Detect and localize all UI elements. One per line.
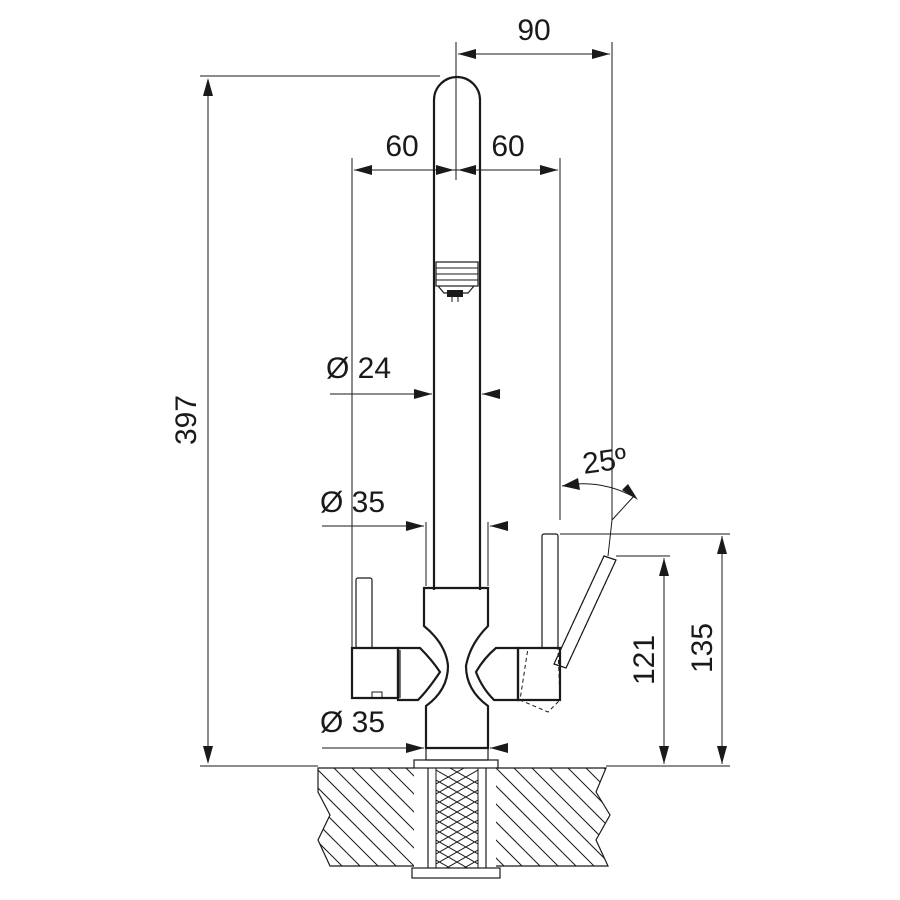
label-diameter-35-base: Ø 35 <box>320 706 385 739</box>
extension-lines <box>200 42 730 767</box>
spout-tube <box>432 75 482 590</box>
hatch-line <box>318 768 419 866</box>
tilted-lever-outline <box>519 555 617 713</box>
braid-line <box>436 870 478 894</box>
braid-line <box>436 880 478 900</box>
hatch-line <box>200 760 310 870</box>
label-397: 397 <box>170 395 203 445</box>
dim-lever-height-135: 135 <box>686 536 727 764</box>
dim-base-diameter: Ø 35 <box>320 706 508 753</box>
braid-line <box>436 880 478 900</box>
hatch-line <box>318 768 401 866</box>
label-60-right: 60 <box>491 130 524 163</box>
label-diameter-35-body: Ø 35 <box>320 486 385 519</box>
hatch-line <box>487 768 599 866</box>
label-90: 90 <box>517 14 550 47</box>
braid-line <box>445 849 478 868</box>
faucet <box>350 75 617 761</box>
hatch-line <box>577 768 610 866</box>
hatch-line <box>650 760 760 870</box>
countertop-section <box>200 759 796 900</box>
braid-line <box>436 859 452 868</box>
dim-lever-height-121: 121 <box>628 558 669 764</box>
braid-line <box>436 819 478 845</box>
hatch-line <box>318 768 365 866</box>
hatch-line <box>559 768 610 866</box>
dim-lever-angle: 25º <box>561 442 638 557</box>
braid-line <box>436 809 478 835</box>
hatch-line <box>523 768 610 866</box>
braid-line <box>436 870 478 894</box>
label-60-left: 60 <box>385 130 418 163</box>
label-diameter-24: Ø 24 <box>326 352 391 385</box>
hatch-line <box>318 768 383 866</box>
hose-braid <box>436 768 478 900</box>
braid-line <box>436 769 478 795</box>
braid-line <box>436 789 478 815</box>
braid-line <box>462 859 478 868</box>
braid-line <box>436 829 478 855</box>
hatch-line <box>632 760 742 870</box>
hatch-line <box>614 760 724 870</box>
hatch-line <box>318 768 347 866</box>
braid-line <box>436 768 466 785</box>
faucet-body <box>422 586 490 761</box>
braid-line <box>436 779 478 805</box>
hatch-line <box>686 760 796 870</box>
braid-line <box>436 839 478 865</box>
dim-lever-offsets: 60 60 <box>354 130 558 175</box>
hatch-line <box>318 768 329 866</box>
dim-spout-diameter: Ø 24 <box>326 352 500 399</box>
label-135: 135 <box>686 623 719 673</box>
label-121: 121 <box>628 635 661 685</box>
hatch-line <box>541 768 610 866</box>
hatch-line <box>505 768 610 866</box>
aerator <box>435 261 479 302</box>
dim-body-diameter: Ø 35 <box>320 486 508 531</box>
braid-line <box>436 799 478 825</box>
dim-total-height: 397 <box>170 78 213 764</box>
hatch-line <box>595 768 610 866</box>
left-lever-handle <box>350 577 442 702</box>
hatch-line <box>668 760 778 870</box>
dim-spout-reach: 90 <box>458 14 610 59</box>
label-angle-25: 25º <box>580 442 629 481</box>
countertop-hatching <box>200 760 796 870</box>
